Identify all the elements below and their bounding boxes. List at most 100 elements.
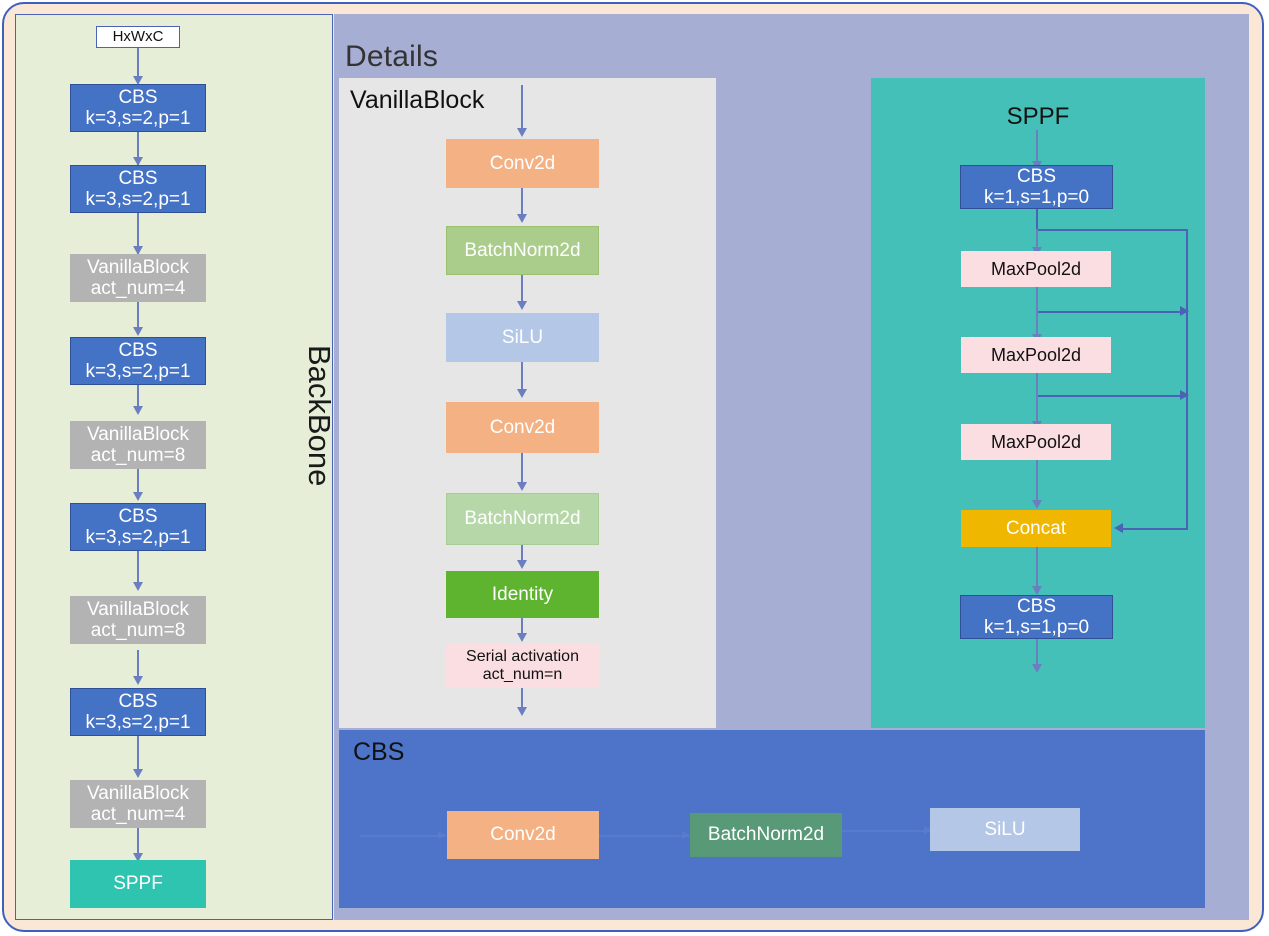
backbone-arrow-6 xyxy=(133,582,143,591)
vb-node-identity[interactable]: Identity xyxy=(446,571,599,618)
sppf-node-cbs-bottom[interactable]: CBS k=1,s=1,p=0 xyxy=(960,595,1113,639)
backbone-arrow-4 xyxy=(133,406,143,415)
backbone-node-cbs-3[interactable]: CBS k=3,s=2,p=1 xyxy=(70,337,206,385)
node-label: SPPF xyxy=(113,873,163,895)
sppf-node-maxpool2d-2[interactable]: MaxPool2d xyxy=(961,337,1111,373)
node-sublabel: act_num=n xyxy=(482,666,563,683)
backbone-connector-7 xyxy=(137,650,139,682)
node-label: CBS xyxy=(118,167,158,189)
backbone-connector-4 xyxy=(137,385,139,413)
vb-node-batchnorm2d-2[interactable]: BatchNorm2d xyxy=(446,493,599,545)
node-label: BatchNorm2d xyxy=(707,824,825,846)
node-label: Identity xyxy=(491,583,554,605)
node-label: MaxPool2d xyxy=(990,431,1082,452)
vanillablock-title: VanillaBlock xyxy=(350,86,485,114)
sppf-node-cbs-top[interactable]: CBS k=1,s=1,p=0 xyxy=(960,165,1113,209)
node-sublabel: k=3,s=2,p=1 xyxy=(85,189,191,210)
backbone-node-cbs-2[interactable]: CBS k=3,s=2,p=1 xyxy=(70,165,206,213)
node-label: Serial activation xyxy=(466,648,579,666)
sppf-arrow-out xyxy=(1032,664,1042,673)
details-title: Details xyxy=(345,40,439,73)
cbs-node-silu[interactable]: SiLU xyxy=(930,808,1080,851)
sppf-skip-branch-1 xyxy=(1038,311,1186,313)
vb-node-serial-activation[interactable]: Serial activation act_num=n xyxy=(446,644,599,688)
vb-arrow-5 xyxy=(517,560,527,569)
sppf-skip-arrow-2 xyxy=(1180,390,1189,400)
cbs-node-conv2d[interactable]: Conv2d xyxy=(447,811,599,859)
cbs-node-batchnorm2d[interactable]: BatchNorm2d xyxy=(690,813,842,857)
sppf-skip-bus xyxy=(1186,229,1188,529)
sppf-node-concat[interactable]: Concat xyxy=(961,510,1111,547)
node-label: SiLU xyxy=(984,818,1026,840)
node-label: CBS xyxy=(118,339,158,361)
vb-node-silu[interactable]: SiLU xyxy=(446,313,599,362)
backbone-node-sppf[interactable]: SPPF xyxy=(70,860,206,908)
backbone-connector-6 xyxy=(137,551,139,589)
vb-arrow-6 xyxy=(517,633,527,642)
sppf-connector-3 xyxy=(1036,373,1038,432)
sppf-node-maxpool2d-1[interactable]: MaxPool2d xyxy=(961,251,1111,287)
node-sublabel: k=3,s=2,p=1 xyxy=(85,712,191,733)
node-label: CBS xyxy=(1016,595,1057,617)
cbs-connector-in xyxy=(360,835,446,837)
node-label: BatchNorm2d xyxy=(464,239,581,261)
backbone-arrow-7 xyxy=(133,676,143,685)
cbs-arrow-2 xyxy=(924,826,932,834)
sppf-connector-2 xyxy=(1036,287,1038,345)
vb-connector-5 xyxy=(521,545,523,565)
vb-connector-3 xyxy=(521,362,523,393)
vb-arrow-1 xyxy=(517,214,527,223)
node-sublabel: act_num=8 xyxy=(90,620,186,641)
vb-connector-out xyxy=(521,688,523,712)
sppf-node-maxpool2d-3[interactable]: MaxPool2d xyxy=(961,424,1111,460)
node-sublabel: k=3,s=2,p=1 xyxy=(85,361,191,382)
node-label: Conv2d xyxy=(489,152,556,174)
backbone-connector-9 xyxy=(137,828,139,858)
node-label: VanillaBlock xyxy=(86,598,190,620)
vb-connector-1 xyxy=(521,188,523,219)
vb-arrow-3 xyxy=(517,389,527,398)
node-label: Conv2d xyxy=(489,416,556,438)
backbone-node-cbs-1[interactable]: CBS k=3,s=2,p=1 xyxy=(70,84,206,132)
sppf-connector-in xyxy=(1036,130,1038,166)
vb-arrow-out xyxy=(517,707,527,716)
backbone-connector-8 xyxy=(137,736,139,774)
node-label: SiLU xyxy=(501,326,544,348)
backbone-connector-3 xyxy=(137,301,139,334)
backbone-connector-2 xyxy=(137,212,139,255)
backbone-node-cbs-4[interactable]: CBS k=3,s=2,p=1 xyxy=(70,503,206,551)
node-label: VanillaBlock xyxy=(86,256,190,278)
cbs-connector-1 xyxy=(599,835,689,837)
backbone-node-vanillablock-3[interactable]: VanillaBlock act_num=8 xyxy=(70,596,206,644)
backbone-node-vanillablock-1[interactable]: VanillaBlock act_num=4 xyxy=(70,254,206,302)
vb-connector-4 xyxy=(521,453,523,486)
node-label: MaxPool2d xyxy=(990,344,1082,365)
node-sublabel: act_num=4 xyxy=(90,278,186,299)
backbone-node-vanillablock-2[interactable]: VanillaBlock act_num=8 xyxy=(70,421,206,469)
backbone-arrow-2 xyxy=(133,246,143,255)
backbone-arrow-0 xyxy=(133,76,143,85)
cbs-connector-2 xyxy=(842,830,932,832)
vb-arrow-4 xyxy=(517,482,527,491)
sppf-title: SPPF xyxy=(1006,103,1070,130)
node-sublabel: k=1,s=1,p=0 xyxy=(983,617,1090,638)
node-label: VanillaBlock xyxy=(86,782,190,804)
vb-node-batchnorm2d-1[interactable]: BatchNorm2d xyxy=(446,226,599,275)
sppf-connector-5 xyxy=(1036,547,1038,591)
vb-node-conv2d-1[interactable]: Conv2d xyxy=(446,139,599,188)
vb-arrow-2 xyxy=(517,301,527,310)
node-sublabel: k=1,s=1,p=0 xyxy=(983,187,1090,208)
sppf-skip-arrow-1 xyxy=(1180,306,1189,316)
backbone-node-vanillablock-4[interactable]: VanillaBlock act_num=4 xyxy=(70,780,206,828)
sppf-skip-branch-2 xyxy=(1038,395,1186,397)
sppf-skip-arrow-concat xyxy=(1114,523,1123,533)
backbone-arrow-5 xyxy=(133,492,143,501)
backbone-connector-1 xyxy=(137,131,139,166)
sppf-connector-out xyxy=(1036,639,1038,669)
vb-node-conv2d-2[interactable]: Conv2d xyxy=(446,402,599,453)
backbone-node-cbs-5[interactable]: CBS k=3,s=2,p=1 xyxy=(70,688,206,736)
node-label: VanillaBlock xyxy=(86,423,190,445)
sppf-connector-4 xyxy=(1036,460,1038,504)
backbone-arrow-3 xyxy=(133,327,143,336)
